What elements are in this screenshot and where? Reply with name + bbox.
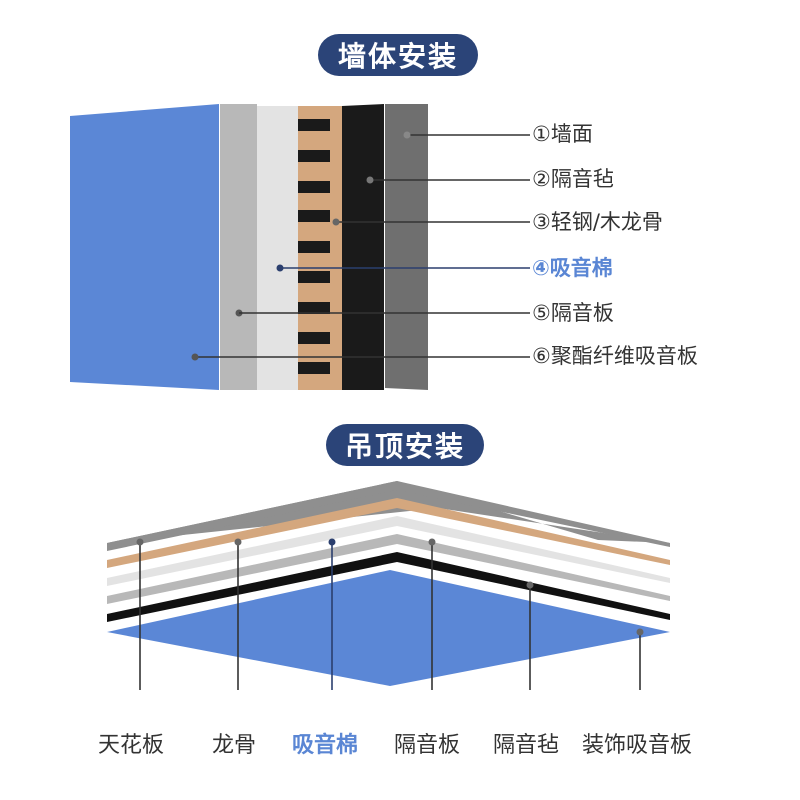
keel-bars	[298, 119, 330, 374]
ceiling-install-title: 吊顶安装	[326, 424, 484, 466]
layer-insulation-board	[220, 104, 257, 390]
wall-label-keel: ③轻钢/木龙骨	[532, 210, 663, 234]
wall-install-title: 墙体安装	[318, 34, 478, 76]
wall-label-soundproof-felt: ②隔音毡	[532, 167, 614, 191]
wall-label-insulation-board: ⑤隔音板	[532, 301, 614, 325]
ceiling-label-soundproof-felt: 隔音毡	[493, 733, 560, 758]
wall-label-polyester-panel: ⑥聚酯纤维吸音板	[532, 344, 698, 368]
layer-polyester-panel	[70, 104, 219, 390]
layer-soundproof-felt	[342, 104, 384, 390]
ceiling-label-absorbent-cotton: 吸音棉	[292, 733, 359, 758]
wall-label-absorbent-cotton: ④吸音棉	[532, 256, 613, 280]
ceiling-label-ceiling: 天花板	[98, 733, 165, 758]
ceiling-label-decorative-panel: 装饰吸音板	[582, 733, 693, 758]
ceiling-label-insulation-board: 隔音板	[394, 733, 461, 758]
layer-absorbent-cotton	[257, 106, 298, 390]
ceiling-label-keel: 龙骨	[212, 733, 257, 758]
wall-label-wall-face: ①墙面	[532, 122, 593, 146]
layer-wall-face	[385, 104, 428, 390]
